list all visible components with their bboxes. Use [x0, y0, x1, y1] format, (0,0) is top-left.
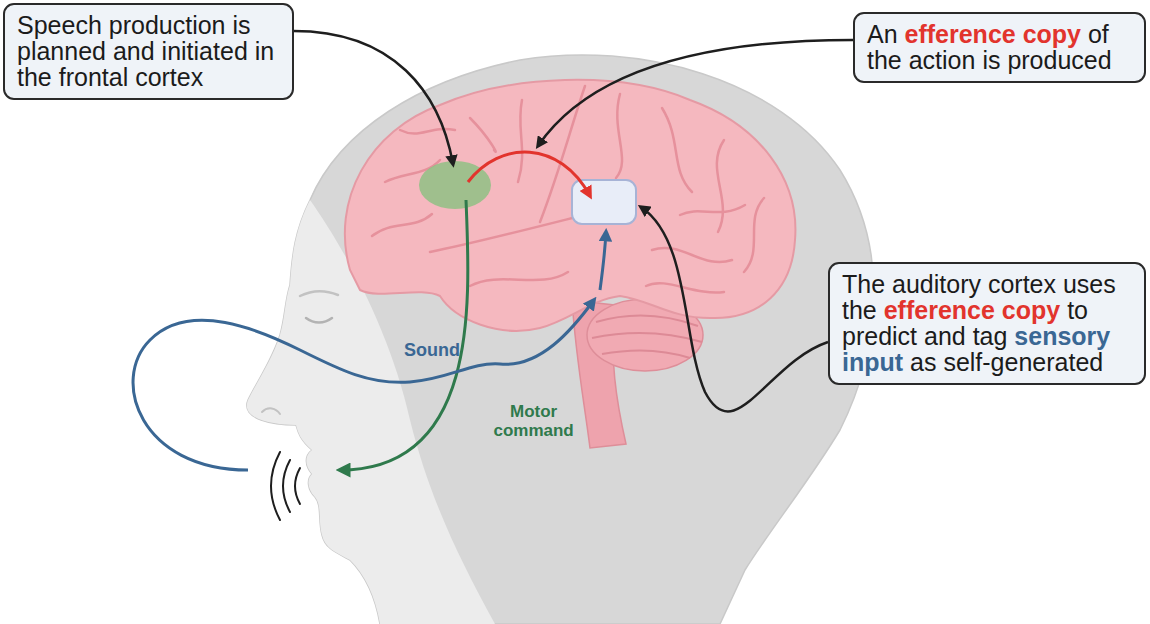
callout-word: to — [1067, 296, 1088, 324]
callout-text: The auditory cortex uses the efference c… — [842, 271, 1132, 375]
callout-word: copy — [1023, 20, 1088, 48]
callout-word: copy — [1002, 296, 1067, 324]
sound-wave-arc — [271, 452, 280, 520]
callout-word: action — [909, 46, 983, 74]
callout-word: An — [867, 20, 905, 48]
leader-arrow — [641, 207, 828, 411]
callout-word: cortex — [988, 270, 1063, 298]
callout-word: planned — [17, 37, 113, 65]
callout-word: is — [232, 11, 250, 39]
callout-word: tag — [973, 322, 1015, 350]
cerebellum-fold — [592, 333, 702, 342]
callout-word: the — [842, 296, 884, 324]
brain-fold — [662, 108, 692, 192]
cerebellum-fold — [602, 351, 690, 358]
callout-word: input — [842, 348, 910, 376]
callout-word: the — [867, 46, 909, 74]
sound-wave-arc — [295, 468, 300, 504]
brain-fold — [372, 214, 432, 236]
cerebellum-fold — [596, 316, 698, 326]
brain-fold — [717, 140, 724, 232]
callout-word: efference — [884, 296, 1002, 324]
callout-word: sensory — [1014, 322, 1110, 350]
brain-fold — [518, 100, 522, 182]
callout-word: is — [982, 46, 1007, 74]
callout-word: cortex — [135, 63, 203, 91]
cerebrum — [345, 80, 796, 331]
brain-fold — [652, 248, 732, 262]
callout-word: and — [113, 37, 162, 65]
leader-arrow — [538, 40, 853, 146]
callout-word: auditory — [892, 270, 988, 298]
callout-word: self-generated — [943, 348, 1103, 376]
brain-fold — [646, 283, 724, 292]
sensory-input-arrow — [600, 232, 606, 290]
callout-word: uses — [1063, 270, 1116, 298]
motor-command-arrow — [340, 200, 468, 470]
callout-word: Speech — [17, 11, 109, 39]
callout-word: The — [842, 270, 892, 298]
leader-arrow — [294, 31, 454, 164]
callout-text: An efference copy of the action is produ… — [867, 21, 1132, 73]
brain-fold — [616, 94, 622, 178]
efference-copy-arrow — [468, 152, 590, 196]
sound-wave-path — [133, 300, 594, 470]
callout-word: production — [109, 11, 233, 39]
brain-fold — [680, 205, 745, 215]
callout-word: the — [17, 63, 59, 91]
callout-word: in — [255, 37, 274, 65]
sound-wave-arc — [283, 460, 290, 512]
callout-word: and — [924, 322, 973, 350]
callout-word: as — [910, 348, 943, 376]
motor-command-label: Motor command — [486, 402, 581, 440]
callout-word: predict — [842, 322, 924, 350]
brain-fold — [400, 129, 455, 134]
nostril — [262, 408, 280, 414]
callout-word: frontal — [59, 63, 135, 91]
leader-lines — [294, 31, 854, 411]
brain-fold — [470, 272, 568, 286]
callout-word: of — [1088, 20, 1109, 48]
sound-label: Sound — [404, 340, 460, 360]
callout-word: produced — [1007, 46, 1111, 74]
brain-fold — [470, 118, 496, 152]
callout-text: Speech production is planned and initiat… — [17, 12, 280, 90]
auditory-cortex-region — [572, 180, 636, 224]
closed-eye — [306, 318, 332, 323]
callout-word: initiated — [162, 37, 255, 65]
brain-fold — [744, 198, 764, 272]
callout-box: Speech production is planned and initiat… — [3, 3, 294, 100]
callout-box: An efference copy of the action is produ… — [853, 12, 1146, 83]
callout-box: The auditory cortex uses the efference c… — [828, 262, 1146, 385]
eyebrow — [300, 291, 338, 296]
callout-word: efference — [905, 20, 1023, 48]
